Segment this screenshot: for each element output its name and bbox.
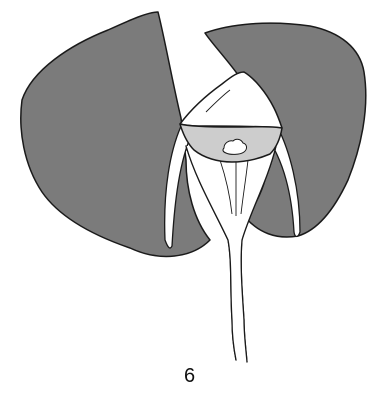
figure-number: 6 xyxy=(0,366,379,386)
tube-fill xyxy=(186,146,276,362)
